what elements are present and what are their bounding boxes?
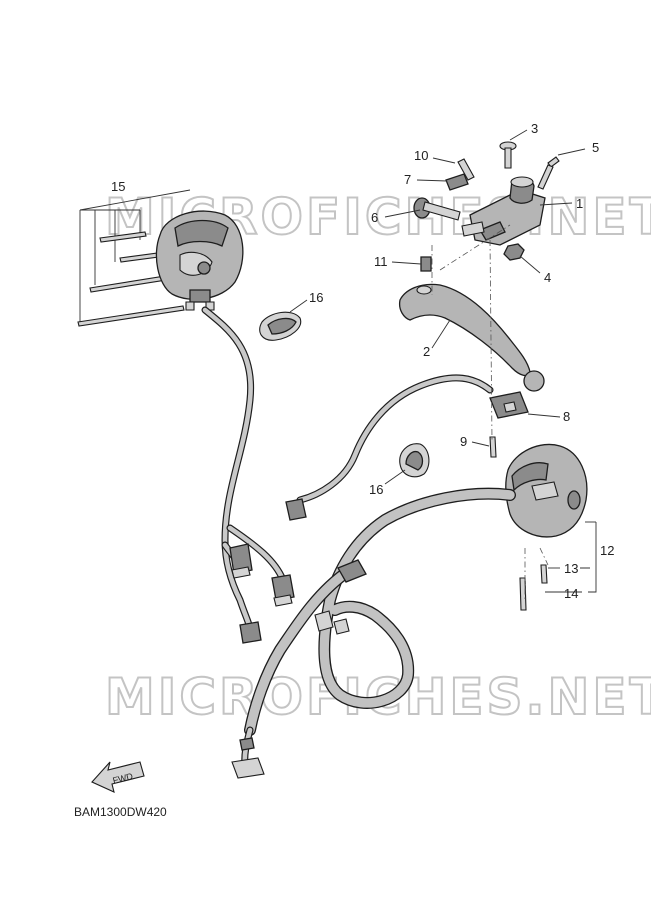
left-switch-cable <box>201 306 287 639</box>
clutch-switch-cable <box>296 374 494 504</box>
connector-left-b <box>271 574 295 607</box>
centerline-adjuster <box>439 224 511 271</box>
clutch-lever[interactable] <box>398 283 545 392</box>
centerline-switch-8 <box>489 239 493 441</box>
bolt-5 <box>537 156 560 190</box>
callout-14[interactable]: 14 <box>564 586 578 601</box>
callout-2[interactable]: 2 <box>423 344 430 359</box>
callout-10[interactable]: 10 <box>414 148 428 163</box>
cable-tie-middle <box>399 443 430 478</box>
connector-left-a <box>229 543 253 579</box>
clutch-switch-8[interactable] <box>489 391 529 419</box>
bolt-3 <box>499 141 517 169</box>
callout-12[interactable]: 12 <box>600 543 614 558</box>
fwd-arrow-icon: FWD <box>91 761 145 793</box>
centerline-right-screws <box>524 547 549 600</box>
callout-8[interactable]: 8 <box>563 409 570 424</box>
right-switch-cable <box>241 487 516 769</box>
screw-13 <box>540 564 548 584</box>
left-switch-assembly[interactable] <box>77 189 244 327</box>
diagram-code: BAM1300DW420 <box>74 805 167 819</box>
callout-16-upper[interactable]: 16 <box>309 290 323 305</box>
cable-tie-upper <box>259 311 302 341</box>
connector-switch-8 <box>285 498 307 521</box>
callout-15[interactable]: 15 <box>111 179 125 194</box>
bushing-11 <box>420 256 432 272</box>
adjuster-6 <box>413 197 461 221</box>
screw-14 <box>519 577 527 611</box>
connector-left-c <box>239 621 262 644</box>
screw-15a <box>99 231 147 243</box>
screw-15c <box>89 275 167 293</box>
fwd-label: FWD <box>112 771 135 786</box>
callout-6[interactable]: 6 <box>371 210 378 225</box>
callout-13[interactable]: 13 <box>564 561 578 576</box>
pivot-bolt-7 <box>445 173 469 191</box>
callout-3[interactable]: 3 <box>531 121 538 136</box>
lever-holder[interactable] <box>461 176 546 246</box>
leader-lines <box>384 129 597 593</box>
callout-7[interactable]: 7 <box>404 172 411 187</box>
nut-4 <box>503 243 525 261</box>
cable-clamp-right <box>314 610 350 635</box>
right-switch-assembly[interactable] <box>505 443 588 538</box>
callout-9[interactable]: 9 <box>460 434 467 449</box>
callout-11[interactable]: 11 <box>374 254 388 269</box>
callout-5[interactable]: 5 <box>592 140 599 155</box>
callout-1[interactable]: 1 <box>576 196 583 211</box>
cable-sleeve <box>337 559 367 583</box>
screw-15d <box>77 305 185 327</box>
callout-4[interactable]: 4 <box>544 270 551 285</box>
connector-right-end <box>231 737 265 779</box>
callout-16-middle[interactable]: 16 <box>369 482 383 497</box>
screw-9 <box>489 436 497 458</box>
